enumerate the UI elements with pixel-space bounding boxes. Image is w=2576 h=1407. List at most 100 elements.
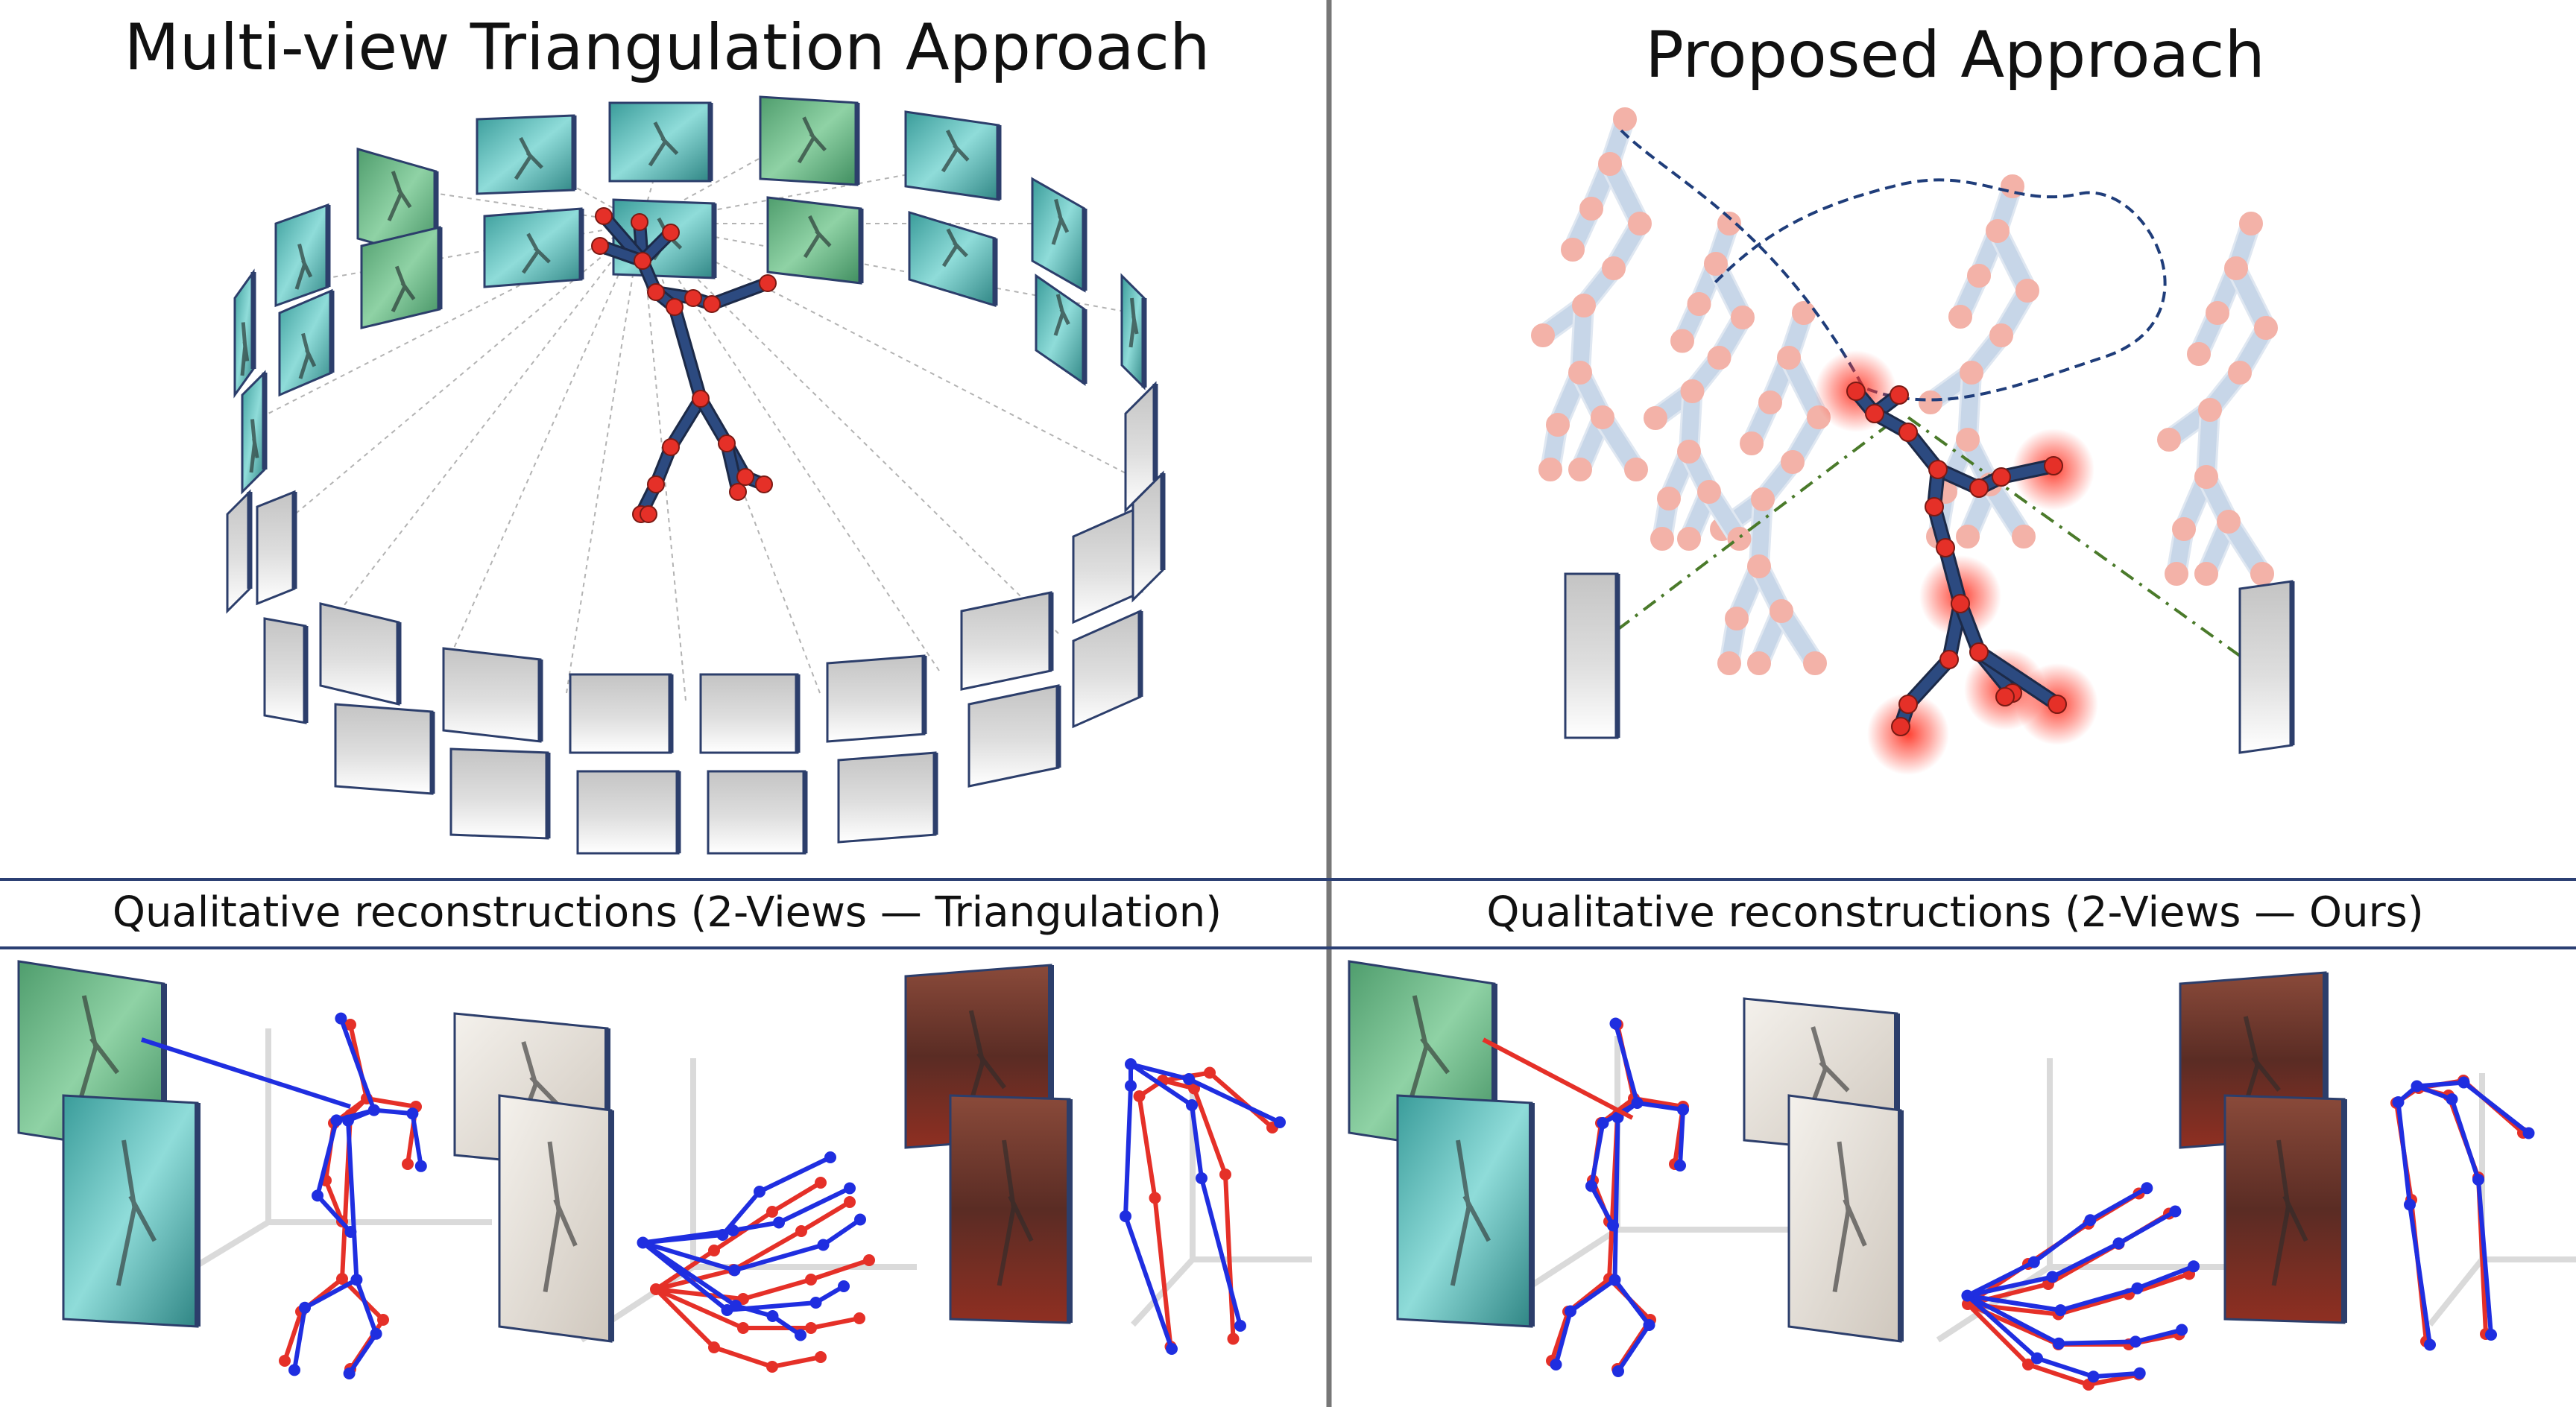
camera-ray-left (1616, 420, 1895, 631)
pose-bone (741, 1277, 813, 1301)
pose-joint (766, 1310, 779, 1322)
camera-view-panel (2238, 580, 2294, 754)
pose-bone (732, 1242, 826, 1273)
camera-view-icon (766, 196, 864, 285)
skeleton-joint (1677, 440, 1701, 464)
pose-joint (1196, 1172, 1208, 1184)
skeleton-joint (1740, 431, 1764, 455)
camera-view-panel (569, 673, 672, 754)
skeleton-joint (2206, 301, 2229, 325)
skeleton-joint (2254, 316, 2278, 340)
pose-joint (650, 1283, 662, 1295)
camera-ray (446, 223, 642, 664)
pose-bone (323, 1178, 344, 1224)
skeleton-joint (1677, 527, 1701, 551)
pose-joint (330, 1114, 343, 1127)
skeleton-joint (591, 237, 609, 255)
pose-bone (303, 1277, 359, 1310)
skeleton-joint (2165, 562, 2188, 586)
skeleton-joint (640, 505, 657, 523)
person-silhouette (941, 129, 970, 173)
camera-ray (566, 223, 642, 694)
camera-view-panel (1564, 572, 1619, 739)
skeleton-joint (2012, 525, 2036, 548)
pose-joint (2046, 1271, 2059, 1283)
pose-bone (2396, 1100, 2412, 1207)
camera-frame-view-2 (62, 1094, 201, 1328)
skeleton-joint (1624, 458, 1648, 481)
camera-view-icon (2238, 580, 2295, 754)
pose-joint (344, 1019, 356, 1031)
pose-bone (2091, 1370, 2142, 1379)
camera-view-panel (256, 490, 296, 606)
camera-frame-view-2 (2223, 1094, 2347, 1324)
camera-view-icon (837, 751, 938, 844)
video-frame (2223, 1094, 2346, 1324)
pose-bone (371, 1107, 415, 1116)
camera-view-icon (278, 288, 335, 397)
camera-view-panel (576, 770, 680, 855)
person-silhouette (648, 121, 679, 167)
camera-view-icon (263, 617, 309, 724)
skeleton-bone (707, 279, 772, 309)
pose-bone (1635, 1101, 1685, 1112)
pose-joint (1643, 1319, 1655, 1331)
pose-joint (844, 1196, 856, 1208)
pose-joint (1149, 1192, 1161, 1204)
frame-content (1450, 1139, 1491, 1286)
pose-joint (1631, 1097, 1644, 1109)
camera-view-icon (608, 101, 713, 183)
skeleton-joint (1680, 379, 1705, 403)
pose-joint (1120, 1210, 1131, 1222)
skeleton-joint (1758, 391, 1782, 414)
pose-bone (1208, 1070, 1275, 1130)
frame-content (2271, 1139, 2308, 1286)
pose-joint (1597, 1117, 1609, 1129)
left-band-caption: Qualitative reconstructions (2-Views — T… (112, 888, 1222, 937)
person-silhouette (240, 322, 250, 376)
skeleton-joint (1781, 450, 1805, 474)
axis-line (2427, 1257, 2485, 1327)
pose-bone (2031, 1218, 2093, 1265)
pose-joint (853, 1312, 865, 1324)
skeleton-joint (1572, 294, 1596, 317)
pose-bone (292, 1305, 307, 1373)
camera-view-icon (699, 673, 801, 754)
skeleton-joint (1992, 467, 2011, 487)
pose-joint (863, 1254, 875, 1266)
pose-joint (805, 1322, 817, 1334)
skeleton-joint (1846, 382, 1866, 401)
pose-joint (844, 1182, 856, 1195)
skeleton-joint (1956, 428, 1980, 452)
pose-bone (2088, 1186, 2150, 1223)
person-silhouette (391, 265, 416, 313)
pose-joint (2472, 1174, 2484, 1186)
skeleton-joint (1969, 478, 1989, 498)
skeleton-joint (2198, 398, 2222, 422)
pose-joint (288, 1364, 300, 1376)
pose-bone (1589, 1121, 1606, 1189)
pose-joint (2446, 1093, 2458, 1105)
pose-joint (2392, 1096, 2405, 1108)
skeleton-joint (1579, 197, 1603, 221)
skeleton-joint (1928, 460, 1948, 479)
skeleton-joint (1898, 695, 1918, 714)
pose-bone (2133, 1327, 2185, 1344)
pose-joint (1612, 1365, 1624, 1377)
pose-bone (1966, 1302, 2030, 1367)
camera-ray (640, 223, 1134, 478)
pose-bone (1123, 1214, 1174, 1351)
predicted-connector-bone (1482, 1037, 1634, 1120)
pose-joint (2424, 1338, 2436, 1351)
person-silhouette (294, 243, 313, 290)
pose-bone (2461, 1080, 2531, 1136)
pose-bone (1123, 1084, 1133, 1218)
skeleton-joint (1891, 717, 1910, 736)
pose-joint (809, 1297, 822, 1309)
skeleton-joint (1531, 323, 1555, 347)
pose-bone (2050, 1241, 2121, 1280)
pose-bone (1550, 1309, 1570, 1363)
pose-joint (754, 1186, 765, 1198)
pose-joint (737, 1322, 749, 1334)
